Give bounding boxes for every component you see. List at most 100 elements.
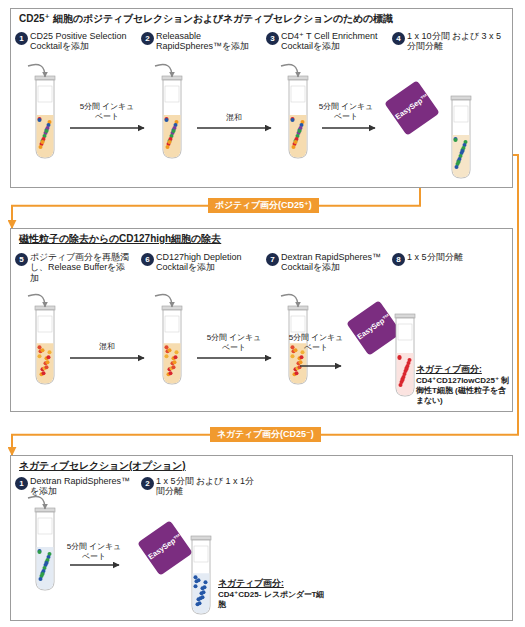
cell-dot: [401, 378, 405, 382]
cell-dot: [398, 355, 402, 359]
cell-dot: [457, 160, 461, 164]
magnet-label: EasySep™: [347, 306, 400, 347]
step-number-text: 4: [392, 32, 405, 45]
cell-dot: [38, 118, 42, 122]
test-tube: [162, 306, 182, 384]
tube-liquid: [164, 115, 181, 157]
tube-sticker: [38, 316, 52, 332]
test-tube: [451, 96, 471, 178]
reagent-arrow: [155, 294, 172, 307]
step-number: 1: [15, 32, 28, 45]
cell-dot: [165, 354, 169, 358]
tube-body: [192, 540, 210, 614]
step-text: CD127high Depletion Cocktailを添加: [156, 252, 260, 273]
cell-dot: [41, 348, 45, 352]
cell-dot: [174, 355, 178, 359]
step-arrow: [322, 127, 375, 129]
step-number-text: 1: [15, 477, 28, 490]
cell-dot: [454, 138, 458, 142]
cell-dot: [203, 585, 207, 589]
test-tube: [191, 536, 211, 614]
tube-body: [36, 512, 54, 590]
cell-dot: [169, 371, 173, 375]
step-number-text: 2: [141, 32, 154, 45]
step-text: Dextran RapidSpheres™を添加: [30, 476, 134, 497]
cell-dot: [292, 145, 296, 149]
tube-cap: [451, 96, 471, 100]
test-tube: [162, 76, 182, 158]
fraction-tag: ネガティブ画分(CD25⁻): [210, 427, 321, 442]
cell-dot: [197, 578, 201, 582]
cell-dot: [405, 367, 409, 371]
step-arrow: [70, 564, 119, 566]
tube-body: [396, 318, 414, 396]
cell-dot: [45, 365, 49, 369]
cell-dot: [295, 371, 299, 375]
step-arrow: [70, 357, 144, 359]
result-heading: ネガティブ画分:: [416, 364, 510, 374]
cell-dot: [165, 118, 169, 122]
cell-dot: [38, 550, 42, 554]
cell-dot: [39, 577, 43, 581]
step-number: 3: [266, 32, 279, 45]
arrow-label: 5分間 インキュベート: [318, 102, 374, 121]
tube-liquid: [37, 115, 54, 157]
cell-dot: [294, 140, 298, 144]
tube-sticker: [194, 546, 208, 562]
tube-sticker: [291, 86, 305, 102]
cell-dot: [204, 580, 208, 584]
step-number-text: 3: [266, 32, 279, 45]
step-number-text: 8: [392, 253, 405, 266]
step-number: 4: [392, 32, 405, 45]
cell-dot: [46, 360, 50, 364]
test-tube: [35, 306, 55, 384]
flow-connector: [12, 435, 210, 455]
result-text: CD4⁺CD127lowCD25⁺ 制御性T細胞 (磁性粒子を含まない): [416, 376, 510, 406]
step-text: Releasable RapidSpheres™を添加: [156, 31, 260, 52]
cell-dot: [194, 575, 198, 579]
step-arrow: [197, 357, 271, 359]
step-number: 2: [141, 32, 154, 45]
tube-sticker: [165, 316, 179, 332]
step-text: CD25 Positive Selection Cocktailを添加: [30, 31, 134, 52]
tube-sticker: [454, 106, 468, 122]
tube-liquid: [164, 343, 181, 383]
step-text: 1 x 5分間 および 1 x 1分間分離: [156, 476, 256, 497]
fraction-label: ポジティブ画分(CD25⁺): [215, 200, 312, 211]
magnet: [384, 80, 440, 136]
cell-dot: [45, 561, 49, 565]
cell-dot: [172, 365, 176, 369]
cell-dot: [455, 165, 459, 169]
tube-cap: [395, 314, 415, 318]
step-number: 2: [141, 477, 154, 490]
cell-dot: [38, 549, 42, 553]
step-number-text: 1: [15, 32, 28, 45]
tube-liquid: [453, 135, 470, 177]
tube-liquid: [37, 343, 54, 383]
step-arrow: [197, 127, 271, 129]
arrow-label: 5分間 インキュベート: [79, 102, 135, 121]
result-heading: ネガティブ画分:: [218, 578, 328, 588]
magnet: [137, 520, 193, 576]
tube-liquid: [193, 573, 210, 613]
step-number-text: 7: [266, 253, 279, 266]
cell-dot: [461, 149, 465, 153]
cell-dot: [454, 137, 458, 141]
tube-body: [36, 310, 54, 384]
cell-dot: [38, 345, 42, 349]
fraction-tag: ポジティブ画分(CD25⁺): [208, 198, 319, 213]
tube-body: [163, 80, 181, 158]
tube-body: [452, 100, 470, 178]
reagent-arrow: [28, 496, 45, 509]
cell-dot: [39, 145, 43, 149]
cell-dot: [291, 117, 295, 121]
tube-body: [163, 310, 181, 384]
flow-connector: [12, 206, 208, 228]
cell-dot: [45, 129, 49, 133]
arrow-label: 混和: [212, 113, 256, 123]
cell-dot: [298, 129, 302, 133]
cell-dot: [301, 350, 305, 354]
step-arrow: [70, 127, 144, 129]
